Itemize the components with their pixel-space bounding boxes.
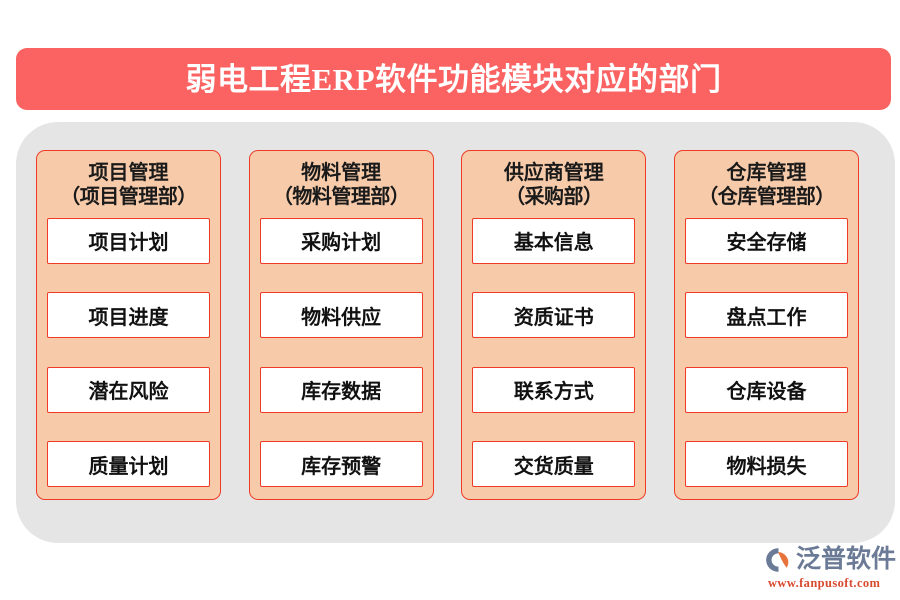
module-item[interactable]: 盘点工作 [684,292,848,339]
module-item[interactable]: 仓库设备 [684,366,848,413]
panel-department-name: （项目管理部） [60,186,197,209]
panel-items: 项目计划 项目进度 潜在风险 质量计划 [47,217,210,487]
module-item[interactable]: 质量计划 [47,441,210,487]
module-item[interactable]: 项目计划 [47,217,210,264]
panel-module-name: 供应商管理 [503,162,604,184]
module-panel-project-management: 项目管理 （项目管理部） 项目计划 项目进度 潜在风险 质量计划 [36,150,221,500]
panel-header: 供应商管理 （采购部） [472,161,635,210]
module-panel-material-management: 物料管理 （物料管理部） 采购计划 物料供应 库存数据 库存预警 [248,150,434,500]
module-item[interactable]: 潜在风险 [47,366,210,413]
panel-items: 安全存储 盘点工作 仓库设备 物料损失 [684,217,848,487]
module-item[interactable]: 基本信息 [472,217,636,264]
panel-module-name: 项目管理 [88,162,169,184]
brand-logo: 泛普软件 www.fanpusoft.com [764,545,897,591]
page-title: 弱电工程ERP软件功能模块对应的部门 [185,61,722,97]
panel-department-name: （仓库管理部） [698,186,835,209]
module-item[interactable]: 交货质量 [472,441,636,487]
module-item[interactable]: 安全存储 [684,217,848,264]
panel-items: 基本信息 资质证书 联系方式 交货质量 [472,217,636,487]
panel-items: 采购计划 物料供应 库存数据 库存预警 [259,217,423,487]
module-panel-warehouse-management: 仓库管理 （仓库管理部） 安全存储 盘点工作 仓库设备 物料损失 [673,150,859,500]
logo-name: 泛普软件 [796,546,897,573]
panel-department-name: （物料管理部） [272,186,410,209]
module-item[interactable]: 库存数据 [259,366,423,413]
module-item[interactable]: 资质证书 [472,292,636,339]
fanpu-swoosh-icon [764,546,794,574]
module-panel-supplier-management: 供应商管理 （采购部） 基本信息 资质证书 联系方式 交货质量 [461,150,647,500]
module-item[interactable]: 物料损失 [684,441,848,487]
module-columns: 项目管理 （项目管理部） 项目计划 项目进度 潜在风险 质量计划 物料管理 （物… [36,150,859,500]
title-banner: 弱电工程ERP软件功能模块对应的部门 [16,48,891,110]
module-item[interactable]: 联系方式 [472,366,636,413]
panel-header: 仓库管理 （仓库管理部） [685,161,848,210]
module-item[interactable]: 项目进度 [47,292,210,339]
logo-row: 泛普软件 [764,545,897,575]
logo-url: www.fanpusoft.com [768,576,881,590]
panel-department-name: （采购部） [505,186,603,209]
panel-header: 物料管理 （物料管理部） [260,161,423,210]
module-item[interactable]: 库存预警 [259,441,423,487]
module-item[interactable]: 采购计划 [259,217,423,264]
panel-module-name: 物料管理 [301,162,382,184]
module-item[interactable]: 物料供应 [259,292,423,339]
panel-module-name: 仓库管理 [726,162,807,184]
panel-header: 项目管理 （项目管理部） [47,161,210,210]
